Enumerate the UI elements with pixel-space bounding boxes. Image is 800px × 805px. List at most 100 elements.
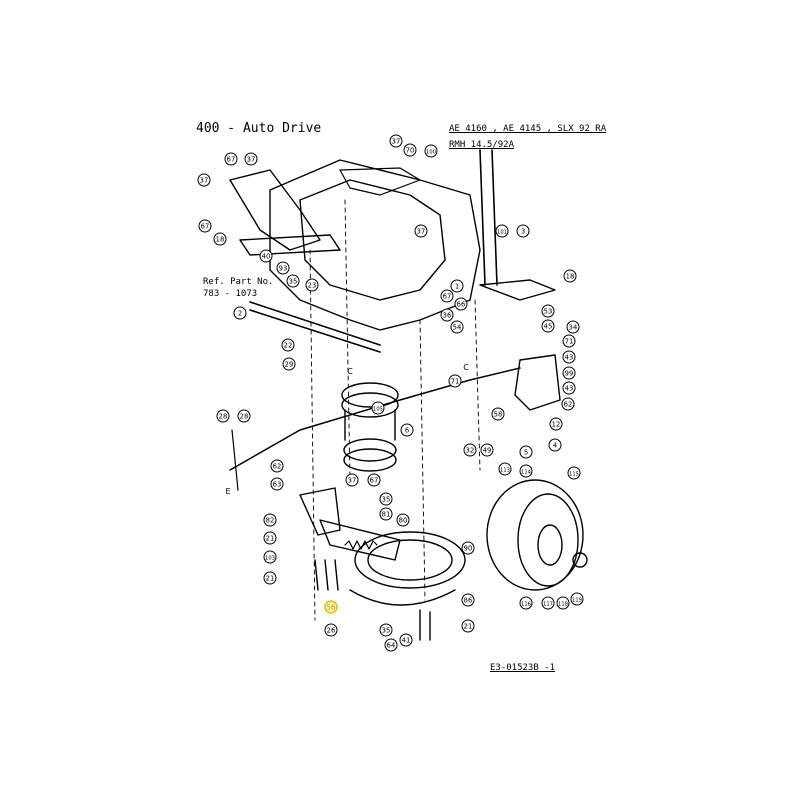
callout-105[interactable]: 105 bbox=[371, 401, 385, 415]
callout-49[interactable]: 49 bbox=[480, 443, 494, 457]
reference-part-number: 783 - 1073 bbox=[203, 289, 258, 299]
callout-35[interactable]: 35 bbox=[379, 623, 393, 637]
callout-93[interactable]: 93 bbox=[276, 261, 290, 275]
callout-116[interactable]: 116 bbox=[519, 596, 533, 610]
callout-80[interactable]: 80 bbox=[396, 513, 410, 527]
callout-101[interactable]: 101 bbox=[495, 224, 509, 238]
callout-119[interactable]: 119 bbox=[570, 592, 584, 606]
callout-28[interactable]: 28 bbox=[216, 409, 230, 423]
callout-35[interactable]: 35 bbox=[379, 492, 393, 506]
rear-wheel-tread bbox=[517, 493, 579, 587]
callout-21[interactable]: 21 bbox=[263, 571, 277, 585]
callout-18[interactable]: 18 bbox=[213, 232, 227, 246]
callout-66[interactable]: 66 bbox=[454, 297, 468, 311]
callout-37[interactable]: 37 bbox=[414, 224, 428, 238]
callout-circle bbox=[566, 320, 580, 334]
callout-67[interactable]: 67 bbox=[224, 152, 238, 166]
callout-1[interactable]: 1 bbox=[450, 279, 464, 293]
callout-circle bbox=[519, 596, 533, 610]
callout-81[interactable]: 81 bbox=[379, 507, 393, 521]
callout-117[interactable]: 117 bbox=[541, 596, 555, 610]
callout-circle bbox=[345, 473, 359, 487]
callout-circle bbox=[556, 596, 570, 610]
callout-circle bbox=[371, 401, 385, 415]
bolt-set-right bbox=[419, 609, 431, 641]
callout-70[interactable]: 70 bbox=[403, 143, 417, 157]
rear-wheel-tire bbox=[486, 479, 584, 591]
callout-114[interactable]: 114 bbox=[519, 464, 533, 478]
callout-37[interactable]: 37 bbox=[244, 152, 258, 166]
lower-pulley bbox=[343, 438, 397, 462]
callout-115[interactable]: 115 bbox=[567, 466, 581, 480]
model-numbers-line1: AE 4160 , AE 4145 , SLX 92 RA bbox=[449, 124, 607, 134]
callout-circle bbox=[379, 492, 393, 506]
callout-circle bbox=[414, 224, 428, 238]
callout-29[interactable]: 29 bbox=[282, 357, 296, 371]
callout-26[interactable]: 26 bbox=[324, 623, 338, 637]
callout-35[interactable]: 35 bbox=[286, 274, 300, 288]
callout-circle bbox=[461, 619, 475, 633]
callout-label: 66 bbox=[457, 300, 466, 308]
callout-56[interactable]: 56 bbox=[324, 600, 338, 614]
callout-circle bbox=[450, 279, 464, 293]
diagram-title: 400 - Auto Drive bbox=[196, 121, 322, 136]
callout-circle bbox=[379, 623, 393, 637]
control-rod bbox=[229, 367, 521, 471]
callout-54[interactable]: 54 bbox=[450, 320, 464, 334]
reference-part-label: Ref. Part No. bbox=[203, 277, 274, 287]
callout-43[interactable]: 43 bbox=[562, 350, 576, 364]
callout-113[interactable]: 113 bbox=[498, 462, 512, 476]
callout-2[interactable]: 2 bbox=[233, 306, 247, 320]
callout-103[interactable]: 103 bbox=[263, 550, 277, 564]
callout-label: 28 bbox=[240, 412, 249, 420]
lever-arm bbox=[239, 234, 341, 256]
callout-3[interactable]: 3 bbox=[516, 224, 530, 238]
callout-64[interactable]: 64 bbox=[384, 638, 398, 652]
callout-45[interactable]: 45 bbox=[541, 319, 555, 333]
callout-62[interactable]: 62 bbox=[270, 459, 284, 473]
callout-circle bbox=[541, 319, 555, 333]
callout-6[interactable]: 6 bbox=[400, 423, 414, 437]
lower-pulley-rim bbox=[343, 448, 397, 472]
callout-37[interactable]: 37 bbox=[389, 134, 403, 148]
callout-18[interactable]: 18 bbox=[563, 269, 577, 283]
callout-53[interactable]: 53 bbox=[541, 304, 555, 318]
callout-58[interactable]: 58 bbox=[491, 407, 505, 421]
callout-40[interactable]: 40 bbox=[259, 249, 273, 263]
callout-circle bbox=[519, 464, 533, 478]
callout-circle bbox=[563, 269, 577, 283]
callout-4[interactable]: 4 bbox=[548, 438, 562, 452]
callout-12[interactable]: 12 bbox=[549, 417, 563, 431]
callout-21[interactable]: 21 bbox=[263, 531, 277, 545]
callout-67[interactable]: 67 bbox=[440, 289, 454, 303]
callout-label: 45 bbox=[544, 322, 553, 330]
callout-label: 22 bbox=[284, 341, 293, 349]
callout-118[interactable]: 118 bbox=[556, 596, 570, 610]
callout-5[interactable]: 5 bbox=[519, 445, 533, 459]
callout-37[interactable]: 37 bbox=[345, 473, 359, 487]
callout-32[interactable]: 32 bbox=[463, 443, 477, 457]
callout-36[interactable]: 36 bbox=[440, 308, 454, 322]
callout-23[interactable]: 23 bbox=[305, 278, 319, 292]
callout-34[interactable]: 34 bbox=[566, 320, 580, 334]
callout-28[interactable]: 28 bbox=[237, 409, 251, 423]
callout-37[interactable]: 37 bbox=[197, 173, 211, 187]
callout-100[interactable]: 100 bbox=[424, 144, 438, 158]
callout-82[interactable]: 82 bbox=[263, 513, 277, 527]
callout-21[interactable]: 21 bbox=[461, 619, 475, 633]
callout-67[interactable]: 67 bbox=[198, 219, 212, 233]
callout-99[interactable]: 99 bbox=[562, 366, 576, 380]
callout-71[interactable]: 71 bbox=[448, 374, 462, 388]
callout-62[interactable]: 62 bbox=[561, 397, 575, 411]
callout-71[interactable]: 71 bbox=[562, 334, 576, 348]
callout-label: 35 bbox=[382, 626, 391, 634]
callout-43[interactable]: 43 bbox=[562, 381, 576, 395]
callout-86[interactable]: 86 bbox=[461, 593, 475, 607]
callout-90[interactable]: 90 bbox=[461, 541, 475, 555]
callout-67[interactable]: 67 bbox=[367, 473, 381, 487]
callout-41[interactable]: 41 bbox=[399, 633, 413, 647]
callout-label: 21 bbox=[266, 574, 275, 582]
callout-label: 40 bbox=[262, 252, 271, 260]
callout-22[interactable]: 22 bbox=[281, 338, 295, 352]
callout-63[interactable]: 63 bbox=[270, 477, 284, 491]
